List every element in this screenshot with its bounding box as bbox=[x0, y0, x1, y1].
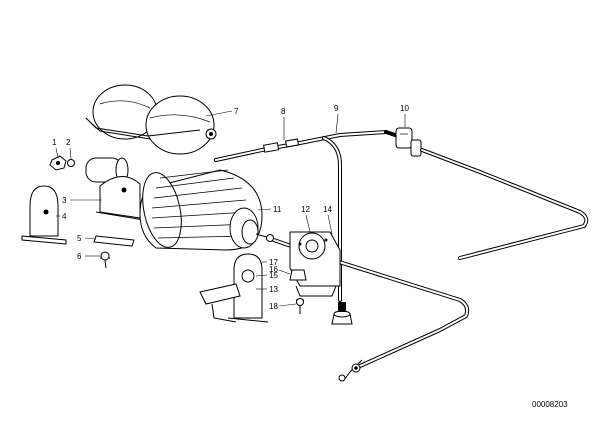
strap bbox=[93, 235, 135, 247]
lower-pipe-line bbox=[266, 236, 470, 382]
callout-7: 7 bbox=[205, 107, 239, 117]
hose-clip bbox=[284, 138, 300, 148]
actuator-bracket bbox=[289, 231, 341, 297]
nut-and-washer bbox=[49, 155, 75, 171]
callout-4: 4 bbox=[56, 212, 67, 221]
rubber-mount bbox=[331, 302, 353, 325]
reference-number: 00008203 bbox=[532, 400, 568, 409]
callout-2: 2 bbox=[66, 138, 72, 160]
long-return-line bbox=[420, 148, 589, 260]
svg-text:7: 7 bbox=[234, 107, 239, 116]
svg-text:12: 12 bbox=[301, 205, 310, 214]
screw bbox=[100, 251, 110, 261]
svg-text:11: 11 bbox=[273, 205, 282, 214]
callout-12: 12 bbox=[301, 205, 310, 233]
svg-text:13: 13 bbox=[269, 285, 278, 294]
svg-text:15: 15 bbox=[269, 271, 278, 280]
callout-3: 3 bbox=[62, 196, 102, 205]
svg-text:16: 16 bbox=[269, 265, 278, 274]
svg-text:4: 4 bbox=[62, 212, 67, 221]
strap-and-screw bbox=[93, 235, 135, 269]
callout-14: 14 bbox=[323, 205, 332, 235]
canister-assembly bbox=[139, 169, 274, 251]
svg-text:17: 17 bbox=[269, 258, 278, 267]
grommet bbox=[289, 269, 307, 281]
callout-10: 10 bbox=[400, 104, 409, 127]
callout-8: 8 bbox=[281, 107, 286, 140]
upper-hose-line bbox=[214, 130, 388, 302]
callout-13: 13 bbox=[256, 285, 278, 294]
grommet-and-bolt bbox=[289, 269, 307, 314]
svg-text:2: 2 bbox=[66, 138, 71, 147]
callout-15: 15 bbox=[255, 271, 278, 280]
svg-text:8: 8 bbox=[281, 107, 286, 116]
sphere-right bbox=[145, 95, 215, 155]
lever bbox=[199, 283, 241, 305]
small-cylinder-assembly bbox=[85, 157, 145, 221]
cylinder-bracket bbox=[99, 176, 141, 219]
svg-text:1: 1 bbox=[52, 138, 57, 147]
callout-1: 1 bbox=[52, 138, 59, 159]
callout-17: 17 bbox=[262, 258, 278, 267]
callout-18: 18 bbox=[269, 302, 297, 311]
callouts: 1 2 3 4 5 6 7 8 bbox=[52, 104, 409, 311]
callout-6: 6 bbox=[77, 252, 100, 261]
svg-text:3: 3 bbox=[62, 196, 67, 205]
svg-text:5: 5 bbox=[77, 234, 82, 243]
svg-text:14: 14 bbox=[323, 205, 332, 214]
check-valve bbox=[384, 127, 422, 157]
callout-11: 11 bbox=[257, 205, 282, 214]
lower-bracket-assembly bbox=[199, 253, 269, 323]
svg-text:10: 10 bbox=[400, 104, 409, 113]
washer bbox=[67, 159, 75, 167]
svg-text:18: 18 bbox=[269, 302, 278, 311]
bolt bbox=[296, 298, 304, 306]
svg-text:9: 9 bbox=[334, 104, 339, 113]
svg-text:6: 6 bbox=[77, 252, 82, 261]
mounting-bracket-left bbox=[21, 185, 67, 245]
hose-connector bbox=[263, 142, 280, 153]
callout-16: 16 bbox=[269, 265, 291, 275]
callout-5: 5 bbox=[77, 234, 97, 243]
valve-body bbox=[395, 127, 413, 149]
spherical-reservoir-assembly bbox=[85, 84, 217, 155]
callout-9: 9 bbox=[334, 104, 339, 134]
callout-16-leader bbox=[278, 269, 291, 275]
